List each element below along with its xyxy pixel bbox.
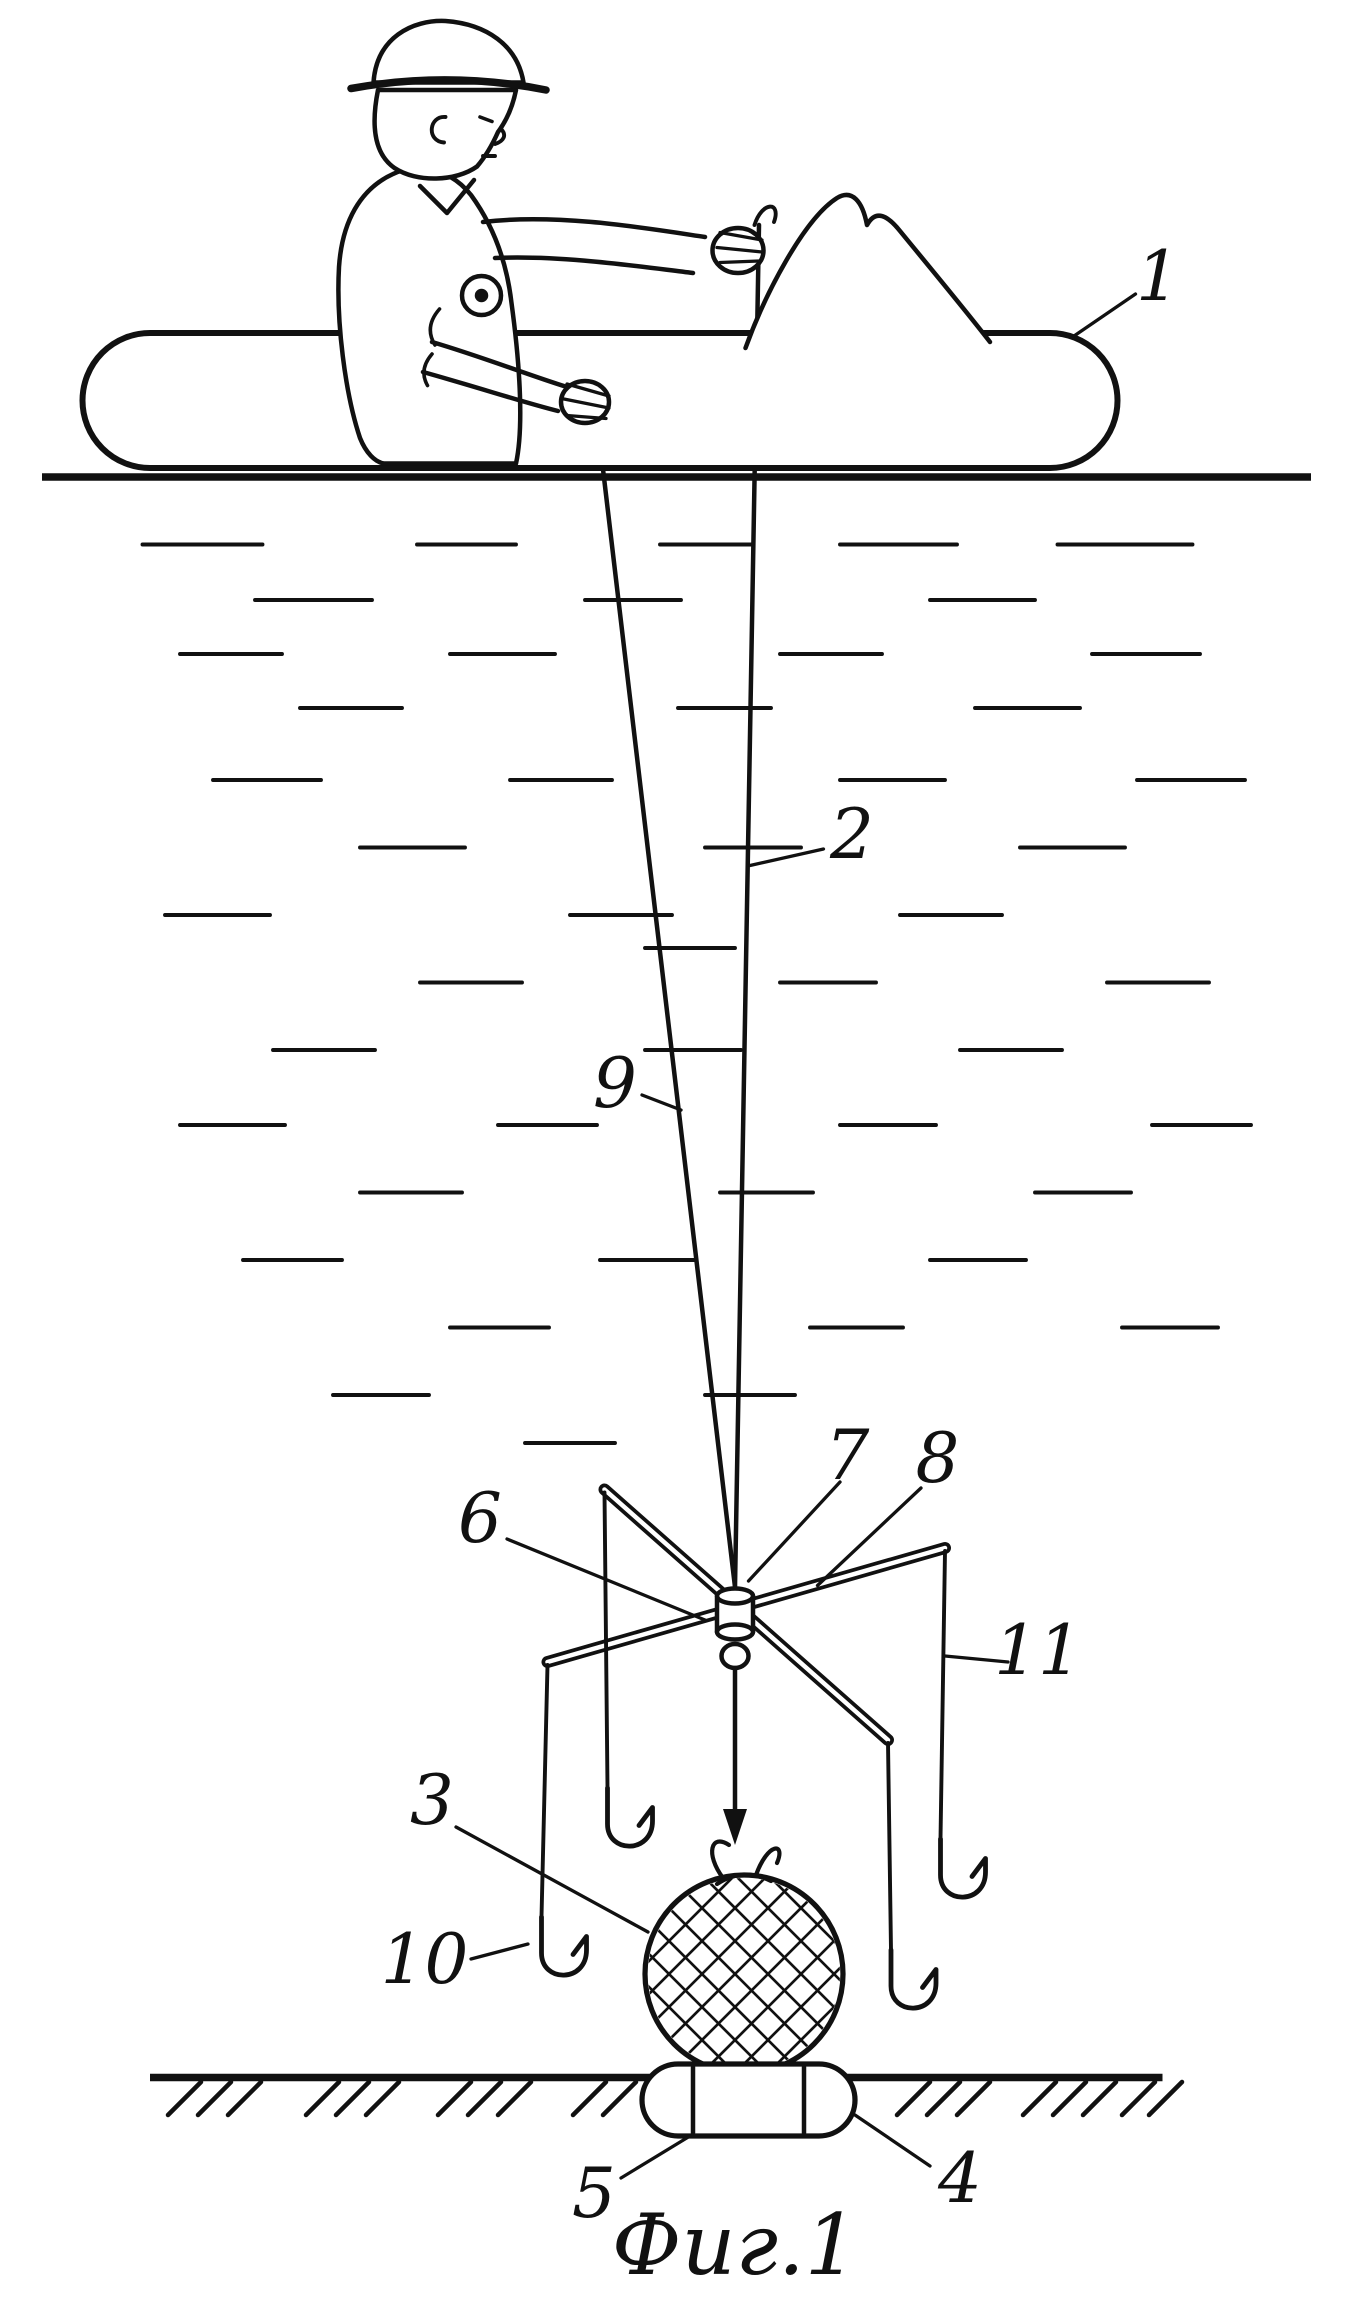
raised-arm: [480, 216, 708, 240]
bag-outline: [642, 1872, 846, 2076]
fish-hook: [608, 1788, 653, 1846]
dropper-lines: [539, 1490, 986, 2009]
cap-brim: [347, 76, 550, 94]
seabed-hatching-line: [1020, 2079, 1059, 2118]
swivel-ring: [719, 1641, 751, 1671]
label-8-crossbar: 8: [916, 1419, 960, 1499]
dropper-line: [938, 1549, 947, 1841]
bag-mesh-line: [648, 1878, 806, 2070]
label-3-bait-bag: 3: [410, 1761, 454, 1841]
seabed-hatching-line: [333, 2079, 372, 2118]
bag-mesh-line: [730, 1878, 840, 2070]
seabed-hatching-line: [894, 2079, 933, 2118]
fisherman-head: [372, 87, 519, 181]
bag-mesh-line: [829, 1878, 840, 2070]
seabed-hatching-line: [195, 2079, 234, 2118]
seabed-hatching-line: [303, 2079, 342, 2118]
seabed-hatching-line: [225, 2079, 264, 2118]
seabed-hatching-line: [465, 2079, 504, 2118]
label-4-base: 4: [937, 2139, 982, 2219]
dropper-line: [886, 1741, 893, 1952]
seabed-hatching-line: [954, 2079, 993, 2118]
fish-hook: [542, 1917, 587, 1975]
seabed-hatching-line: [1080, 2079, 1119, 2118]
dropper-line: [602, 1490, 610, 1790]
bag-mesh-line: [648, 1878, 773, 2070]
jacket-collar: [417, 177, 477, 216]
seabed-hatching-line: [1146, 2079, 1185, 2118]
lower-arm: [429, 339, 570, 390]
label-11-dropper: 11: [994, 1611, 1082, 1691]
label-5-base-bottom: 5: [572, 2154, 616, 2234]
seabed-hatching-line: [363, 2079, 402, 2118]
label-7-swivel: 7: [826, 1416, 870, 1496]
hauling-line: [591, 390, 738, 1590]
fish-hook: [891, 1950, 936, 2008]
seabed-hatching-line: [495, 2079, 534, 2118]
down-arrowhead: [723, 1809, 747, 1845]
cap-dome: [371, 18, 526, 85]
fisherman-knees: [745, 195, 990, 463]
fisherman: [336, 18, 993, 466]
seabed-hatching: [165, 2079, 1185, 2118]
dropper-line: [539, 1663, 550, 1919]
bag-knot: [710, 1839, 782, 1887]
line-grip-curl: [752, 204, 778, 227]
seabed-hatching-line: [570, 2079, 609, 2118]
swivel-hub: [714, 1586, 756, 1671]
label-6-hub: 6: [458, 1479, 502, 1559]
seabed-hatching-line: [924, 2079, 963, 2118]
seabed-hatching-line: [600, 2079, 639, 2118]
ear: [429, 115, 448, 145]
fisherman-torso: [336, 166, 523, 466]
label-leader-lines: [454, 292, 1138, 2180]
eye: [478, 115, 494, 124]
figure-caption: Фиг.1: [612, 2196, 858, 2294]
label-1-boat: 1: [1136, 237, 1180, 317]
seabed-hatching-line: [165, 2079, 204, 2118]
seabed-hatching-line: [1050, 2079, 1089, 2118]
face-profile: [481, 127, 507, 158]
label-10-hook: 10: [381, 1920, 469, 2000]
seabed-hatching-line: [1119, 2079, 1158, 2118]
water-ripples: [140, 542, 1253, 1445]
label-9-hauling-line: 9: [593, 1044, 637, 1124]
bag-mesh-line: [829, 1878, 840, 2070]
fish-hook: [941, 1839, 986, 1897]
seabed-hatching-line: [435, 2079, 474, 2118]
label-2-main-line: 2: [829, 795, 874, 875]
bag-base: [639, 2061, 858, 2139]
